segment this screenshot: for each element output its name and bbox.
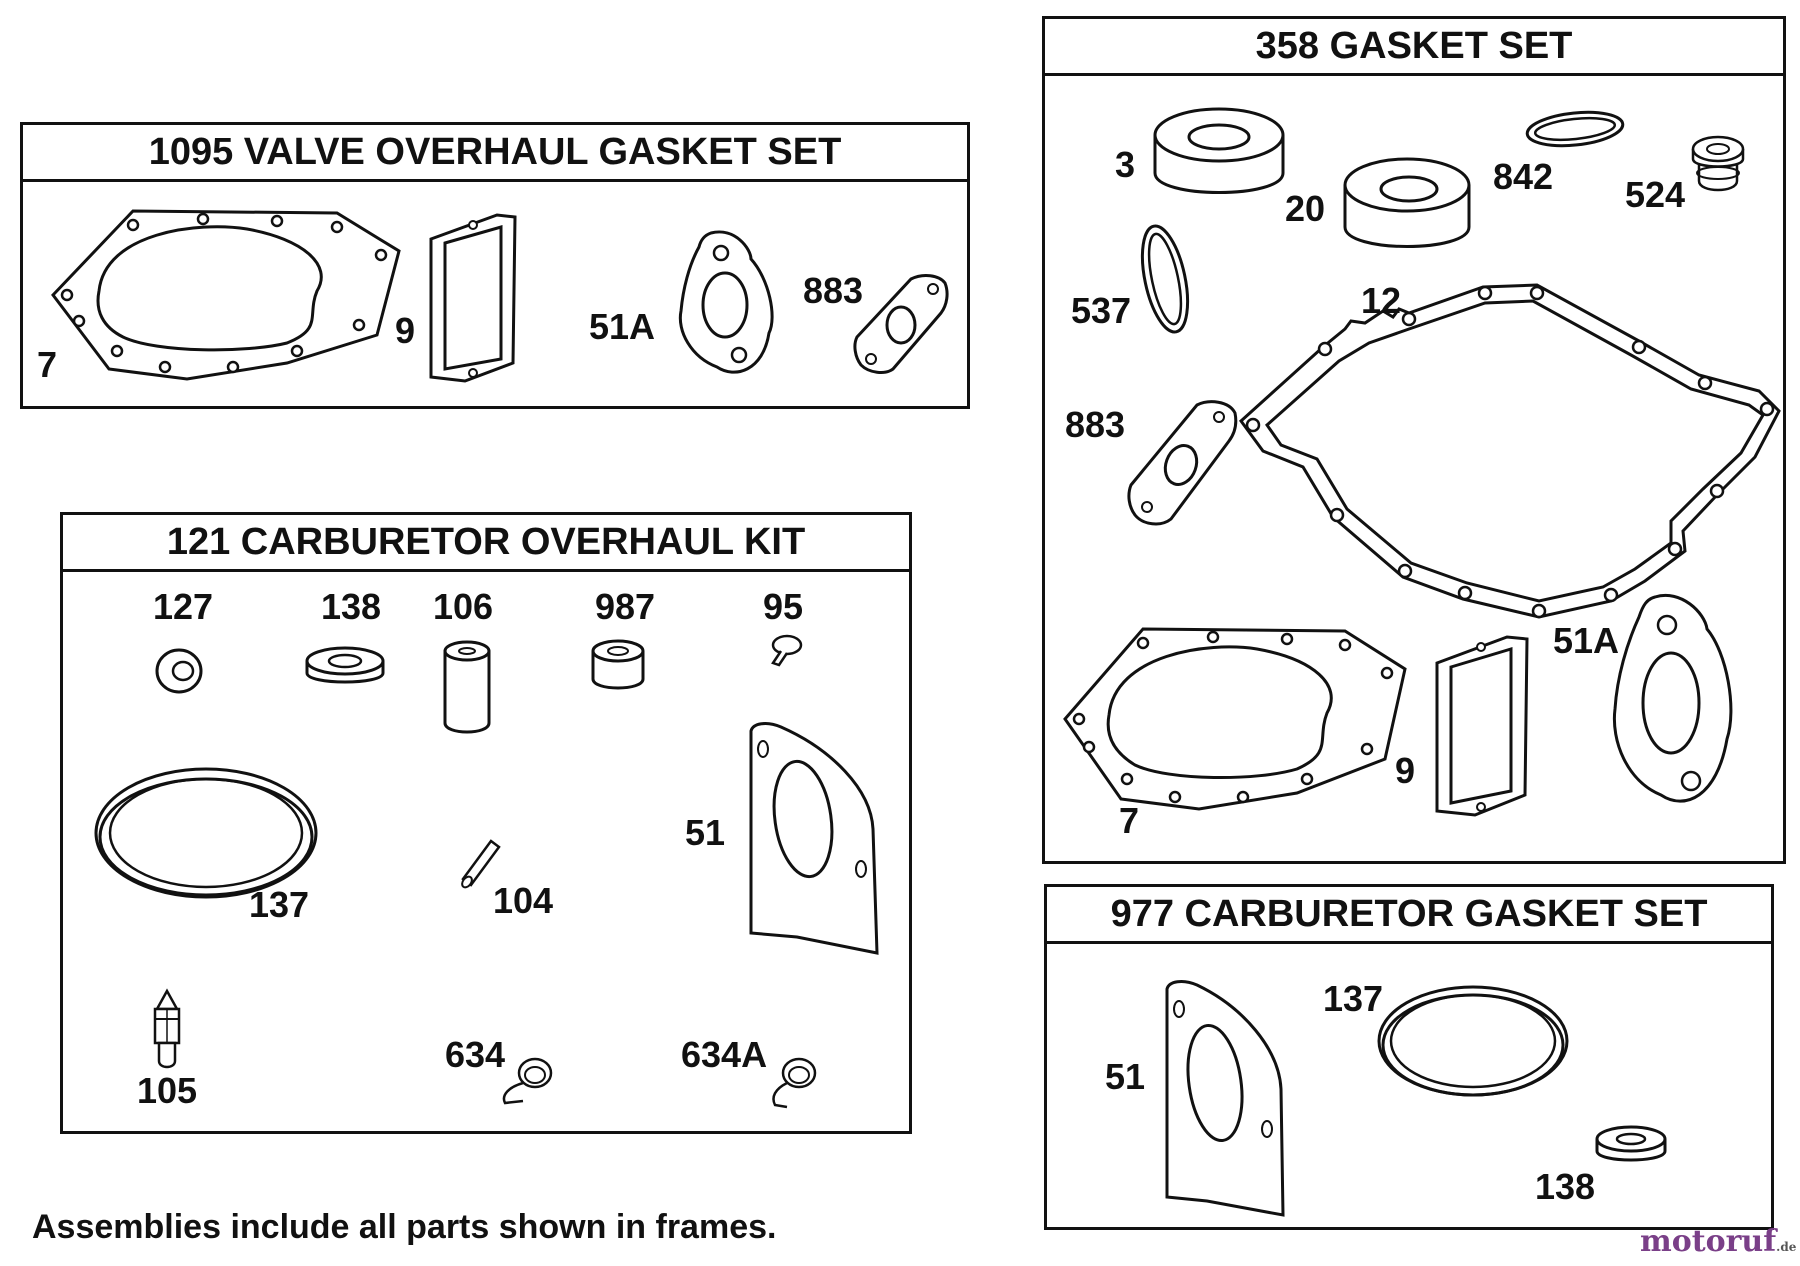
pin-diagram [455, 833, 505, 893]
spring-diagram [499, 1051, 559, 1111]
frame-carburetor-gasket-set: 977 CARBURETOR GASKET SET 51 137 138 [1044, 884, 1774, 1230]
part-label-9: 9 [1395, 750, 1416, 791]
oil-seal-diagram [1339, 151, 1475, 263]
part-label-524: 524 [1625, 174, 1686, 215]
flange-gasket-diagram [1607, 591, 1741, 813]
frame-title: 977 CARBURETOR GASKET SET [1047, 887, 1771, 944]
part-label-634: 634 [445, 1034, 506, 1075]
bushing-diagram [587, 635, 649, 697]
part-label-95: 95 [763, 586, 804, 627]
part-label-883: 883 [1065, 404, 1126, 445]
intake-gasket-diagram [853, 273, 949, 375]
watermark-logo[interactable]: motoruf.de [1640, 1224, 1796, 1259]
part-label-7: 7 [1119, 800, 1140, 841]
part-label-104: 104 [493, 880, 554, 921]
frame-carburetor-overhaul-kit: 121 CARBURETOR OVERHAUL KIT 127 138 106 … [60, 512, 912, 1134]
part-label-137: 137 [1323, 978, 1384, 1019]
part-label-20: 20 [1285, 188, 1326, 229]
frame-title: 1095 VALVE OVERHAUL GASKET SET [23, 125, 967, 182]
intake-gasket-diagram [1125, 399, 1239, 527]
o-ring-diagram [1523, 107, 1627, 151]
part-label-7: 7 [37, 344, 58, 385]
part-label-9: 9 [395, 310, 416, 351]
frame-title: 358 GASKET SET [1045, 19, 1783, 76]
oil-seal-diagram [1149, 103, 1289, 209]
part-label-106: 106 [433, 586, 494, 627]
cylinder-sleeve-diagram [439, 637, 495, 737]
part-label-138: 138 [1535, 1166, 1596, 1207]
part-label-105: 105 [137, 1070, 198, 1111]
part-label-987: 987 [595, 586, 656, 627]
head-gasket-diagram [1059, 619, 1411, 815]
o-ring-diagram [1373, 981, 1573, 1105]
part-label-137: 137 [249, 884, 310, 925]
part-label-842: 842 [1493, 156, 1554, 197]
watermark-brand: motoruf [1640, 1224, 1777, 1259]
seal-ring-diagram [1593, 1123, 1669, 1169]
o-ring-diagram [1137, 219, 1193, 339]
frame-valve-overhaul-gasket-set: 1095 VALVE OVERHAUL GASKET SET 7 9 51A 8… [20, 122, 970, 409]
part-label-634a: 634A [681, 1034, 768, 1075]
head-gasket-diagram [47, 203, 403, 383]
flange-gasket-diagram [673, 229, 783, 379]
frame-358-gasket-set: 358 GASKET SET 3 20 842 524 537 [1042, 16, 1786, 864]
frame-title: 121 CARBURETOR OVERHAUL KIT [63, 515, 909, 572]
part-label-883: 883 [803, 270, 864, 311]
watermark-suffix: .de [1776, 1240, 1797, 1254]
grommet-diagram [1689, 131, 1747, 197]
needle-valve-diagram [147, 989, 187, 1071]
rectangular-gasket-diagram [425, 209, 521, 385]
part-label-537: 537 [1071, 290, 1132, 331]
spring-diagram [765, 1051, 825, 1113]
rectangular-gasket-diagram [1431, 631, 1533, 819]
carburetor-plate-gasket-diagram [741, 719, 881, 959]
o-ring-diagram [91, 763, 321, 903]
part-label-127: 127 [153, 586, 214, 627]
seal-ring-diagram [303, 643, 387, 693]
screw-diagram [765, 633, 805, 669]
part-label-51: 51 [1105, 1056, 1146, 1097]
crankcase-gasket-diagram [1233, 281, 1781, 623]
washer-diagram [153, 645, 205, 697]
footnote: Assemblies include all parts shown in fr… [32, 1208, 777, 1246]
part-label-3: 3 [1115, 144, 1136, 185]
part-label-12: 12 [1361, 280, 1402, 321]
part-label-51a: 51A [589, 306, 656, 347]
carburetor-plate-gasket-diagram [1159, 979, 1287, 1219]
part-label-51a: 51A [1553, 620, 1620, 661]
part-label-138: 138 [321, 586, 382, 627]
part-label-51: 51 [685, 812, 726, 853]
